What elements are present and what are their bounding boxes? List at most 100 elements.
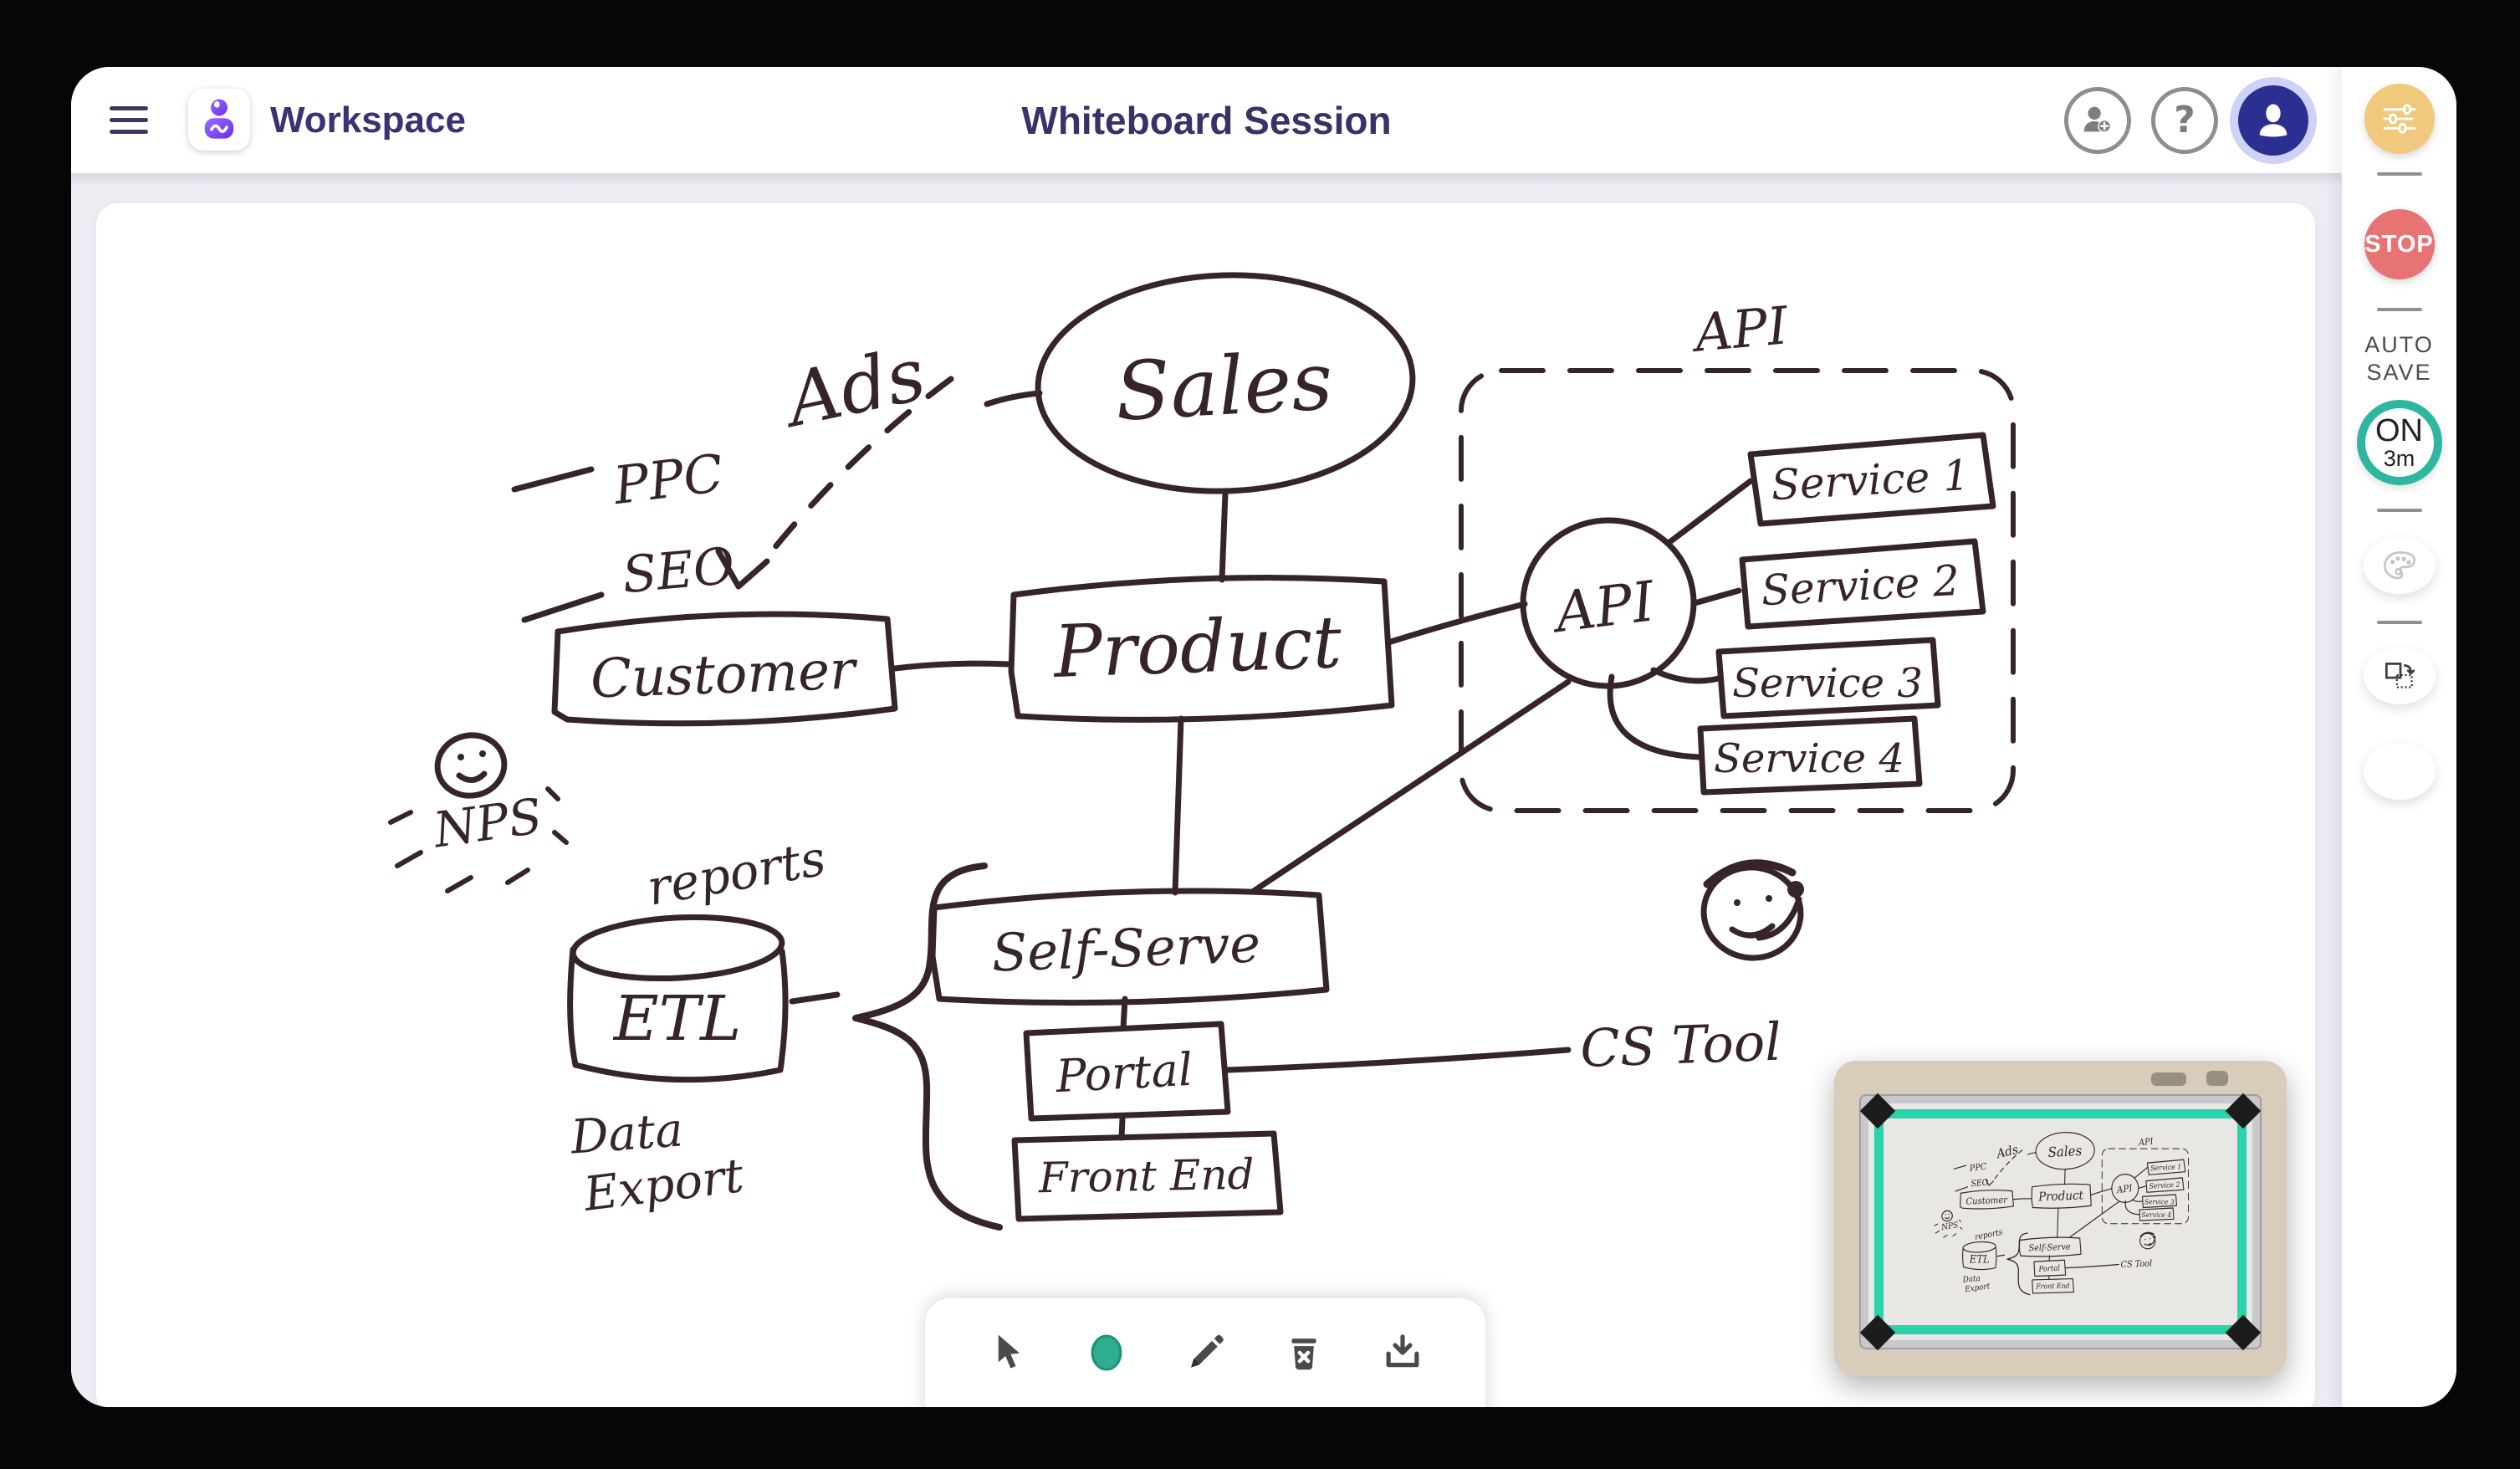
palette-icon (2383, 551, 2415, 580)
ellipse-tool-button[interactable] (1081, 1327, 1132, 1379)
rail-divider (2376, 621, 2422, 624)
sketch-label-api-title: API (1689, 294, 1792, 364)
trash-x-icon (1291, 1338, 1316, 1370)
sketch-line-selfserve-portal (1120, 996, 1128, 1031)
help-button[interactable]: ? (2151, 86, 2218, 154)
pip-sketch (1933, 1129, 2190, 1297)
sliders-icon (2383, 104, 2415, 134)
delete-tool-button[interactable] (1278, 1327, 1330, 1379)
autosave-toggle[interactable]: ON 3m (2356, 400, 2442, 485)
marker-object (2151, 1072, 2186, 1086)
sketch-ads-group[interactable]: Ads PPC SEO (511, 330, 933, 623)
autosave-label: AUTO SAVE (2364, 332, 2434, 385)
photo-whiteboard-surface (1859, 1093, 2262, 1351)
detection-overlay (1874, 1109, 2247, 1334)
sketch-label-sales: Sales (1113, 334, 1335, 438)
source-photo-pip[interactable] (1834, 1061, 2287, 1376)
sketch-label-service3: Service 3 (1732, 660, 1923, 707)
sketch-line-sales-product (1219, 489, 1229, 583)
sketch-service4-box (1697, 715, 1923, 796)
photo-whiteboard-frame (1859, 1093, 2262, 1351)
stop-session-button[interactable]: STOP (2364, 209, 2435, 279)
workspace-area: Ads PPC SEO Sales (71, 173, 2342, 1407)
duplicate-icon (2385, 663, 2415, 688)
sketch-label-service2: Service 2 (1760, 556, 1960, 615)
download-button[interactable] (1377, 1327, 1429, 1379)
sketch-api-cluster[interactable]: API API Service 1 Service 2 Ser (1459, 294, 2016, 813)
sketch-ads-arrowhead (715, 548, 770, 590)
header: Workspace Whiteboard Session ? (71, 67, 2342, 173)
sketch-dash-ads-sales (984, 390, 1043, 407)
logo-icon (204, 99, 234, 139)
sketch-seo-bullet (521, 591, 605, 623)
hamburger-icon (110, 105, 148, 110)
marker-object (2206, 1071, 2228, 1086)
sketch-selfserve-node[interactable]: Self-Serve (929, 888, 1330, 1006)
sketch-label-cstool: CS Tool (1579, 1011, 1782, 1079)
sketch-label-customer: Customer (590, 639, 859, 710)
sketch-label-service4: Service 4 (1714, 735, 1904, 782)
sketch-label-service1: Service 1 (1770, 451, 1971, 509)
sketch-line-product-api (1388, 601, 1528, 645)
sketch-portal-node[interactable]: Portal (1023, 1021, 1231, 1122)
profile-avatar[interactable] (2238, 84, 2308, 156)
sketch-service2-box (1739, 538, 1986, 630)
page-title: Whiteboard Session (1021, 98, 1392, 142)
rail-divider (2376, 308, 2422, 311)
pencil-tool-button[interactable] (1179, 1327, 1231, 1379)
app-logo[interactable] (188, 89, 250, 151)
sketch-label-portal: Portal (1054, 1043, 1194, 1103)
session-rail: STOP AUTO SAVE ON 3m (2342, 67, 2456, 1407)
sketch-nps-group[interactable]: NPS (388, 730, 569, 893)
help-icon: ? (2174, 99, 2195, 141)
sketch-line-product-selfserve (1172, 715, 1184, 896)
sketch-data-export-label: Data Export (568, 1103, 746, 1222)
sketch-label-ads: Ads (774, 330, 933, 445)
svg-text:Data: Data (568, 1103, 684, 1164)
sketch-brace (852, 862, 1003, 1231)
duplicate-button[interactable] (2363, 647, 2436, 704)
sketch-label-seo: SEO (620, 537, 737, 605)
sketch-label-ppc: PPC (610, 443, 727, 517)
extra-rail-button[interactable] (2363, 743, 2436, 800)
sketch-line-api-s4 (1607, 673, 1702, 760)
sketch-label-api-node: API (1547, 569, 1660, 646)
sketch-label-nps: NPS (428, 787, 545, 859)
sketch-label-selfserve: Self-Serve (991, 913, 1262, 983)
sketch-sales-node[interactable]: Sales (1035, 269, 1417, 497)
sketch-service1-box (1747, 432, 1996, 527)
pencil-icon (1191, 1334, 1224, 1368)
sketch-service3-box (1715, 637, 1941, 719)
sketch-ads-arrow (760, 376, 954, 565)
sketch-customer-node[interactable]: Customer (551, 611, 898, 727)
app-window: Workspace Whiteboard Session ? (71, 67, 2456, 1407)
drawing-toolbar (925, 1298, 1485, 1407)
rail-divider (2376, 509, 2422, 512)
ellipse-tool-icon (1091, 1334, 1122, 1371)
whiteboard-canvas[interactable]: Ads PPC SEO Sales (96, 203, 2315, 1407)
add-user-button[interactable] (2064, 86, 2131, 154)
select-tool-button[interactable] (982, 1327, 1034, 1379)
menu-button[interactable] (110, 99, 151, 141)
autosave-interval: 3m (2383, 446, 2415, 471)
sketch-line-api-s1 (1665, 478, 1754, 546)
sketch-line-selfserve-api (1250, 678, 1572, 894)
sketch-line-portal-cstool (1224, 1047, 1572, 1073)
sketch-product-node[interactable]: Product (1008, 575, 1395, 723)
whiteboard-drawing: Ads PPC SEO Sales (388, 269, 2016, 1231)
sketch-line-customer-product (892, 660, 1013, 672)
sketch-label-etl: ETL (612, 983, 742, 1055)
autosave-state: ON (2375, 413, 2423, 448)
palette-button[interactable] (2363, 537, 2436, 594)
download-icon (1386, 1334, 1419, 1368)
sketch-label-frontend: Front End (1037, 1150, 1255, 1203)
brand-name: Workspace (270, 99, 466, 141)
rail-divider (2376, 172, 2422, 176)
sketch-frontend-node[interactable]: Front End (1011, 1130, 1284, 1222)
sketch-etl-node[interactable]: ETL (567, 913, 789, 1083)
sketch-line-api-s3 (1650, 667, 1722, 684)
sketch-headset-smiley[interactable] (1698, 859, 1807, 964)
session-settings-button[interactable] (2364, 84, 2435, 154)
sketch-label-reports: reports (643, 829, 830, 916)
sketch-api-boundary (1459, 368, 2016, 813)
